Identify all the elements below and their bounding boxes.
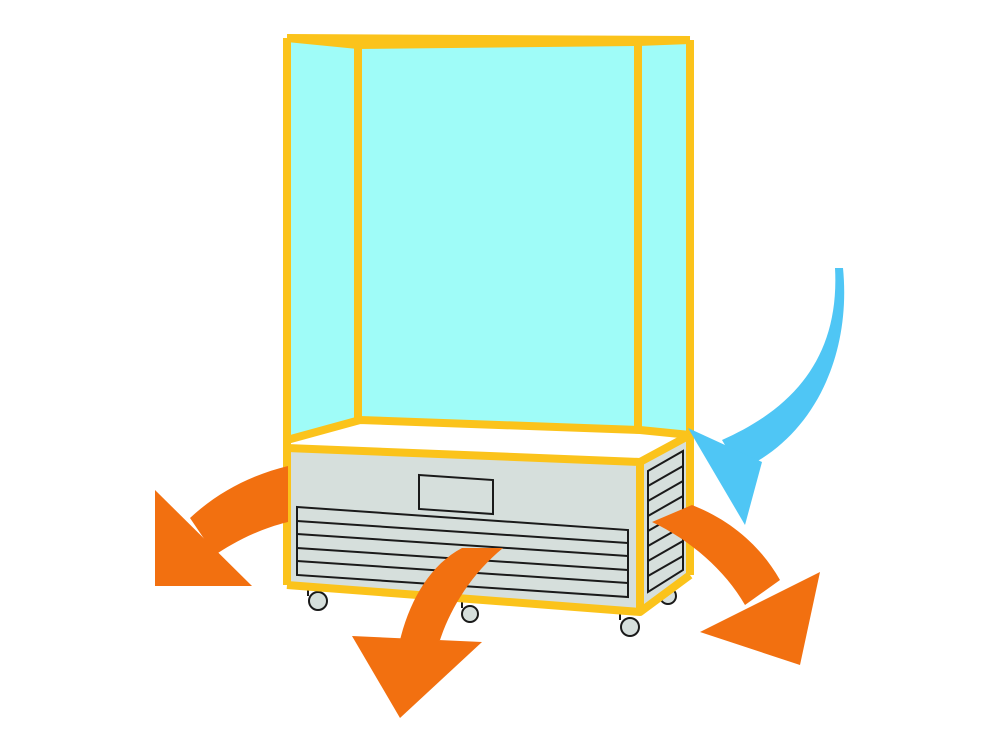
glass-display (287, 38, 690, 440)
wheel (307, 588, 328, 611)
wheel (619, 612, 640, 637)
intake-arrow (688, 268, 845, 525)
exhaust-arrow-front (352, 548, 503, 718)
side-grille (647, 449, 684, 594)
nameplate (418, 473, 494, 516)
base-front-panel (287, 448, 640, 612)
cabinet-frame (283, 34, 694, 616)
exhaust-arrow-left (155, 466, 288, 586)
exhaust-arrow-right (652, 505, 820, 665)
